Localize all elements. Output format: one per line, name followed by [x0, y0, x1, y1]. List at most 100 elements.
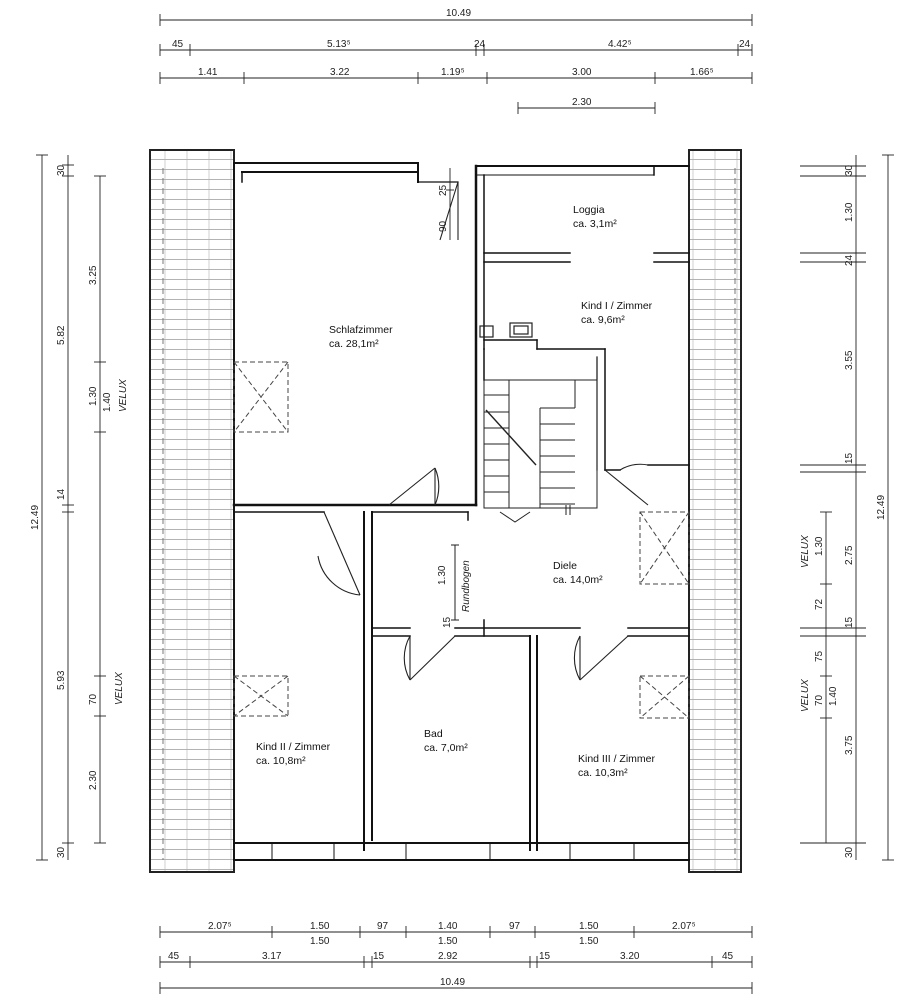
room-area: ca. 28,1m² — [329, 338, 379, 350]
dim-right-o-2: 24 — [844, 254, 855, 266]
velux-window-diele — [639, 511, 690, 585]
dim-right-o-8: 30 — [844, 846, 855, 858]
room-area: ca. 7,0m² — [424, 742, 468, 754]
dim-right-o-1: 1.30 — [844, 202, 855, 222]
room-label-kind1: Kind I / Zimmer ca. 9,6m² — [581, 300, 653, 326]
dim-90: 90 — [438, 220, 449, 232]
dim-bot-r2-1: 3.17 — [262, 951, 282, 962]
room-name: Schlafzimmer — [329, 324, 393, 336]
dim-bot-r2-6: 45 — [722, 951, 734, 962]
room-name: Kind II / Zimmer — [256, 741, 331, 753]
rundbogen-text: Rundbogen — [461, 560, 472, 612]
dim-right-o-5: 2.75 — [844, 545, 855, 565]
dim-right-i-1: 72 — [814, 598, 825, 610]
velux-label-left-top: VELUX — [118, 379, 129, 412]
room-label-loggia: Loggia ca. 3,1m² — [573, 204, 617, 230]
dim-bot-r2-4: 15 — [539, 951, 551, 962]
dim-bot-r2-2: 15 — [373, 951, 385, 962]
room-area: ca. 9,6m² — [581, 314, 625, 326]
dim-top-total: 10.49 — [446, 8, 471, 19]
dim-right-i-3: 70 — [814, 694, 825, 706]
dim-bot-r1-4: 97 — [509, 921, 521, 932]
dim-left-o-4: 30 — [56, 846, 67, 858]
dim-left-o-1: 5.82 — [56, 325, 67, 345]
dim-bot-r1sub-2: 1.50 — [579, 936, 599, 947]
dimensions-left — [36, 154, 106, 861]
dim-15-bad: 15 — [442, 616, 453, 628]
dim-right-total: 12.49 — [876, 495, 887, 520]
dim-left-i-0: 3.25 — [88, 265, 99, 285]
rundbogen-width: 1.30 — [437, 565, 448, 585]
walls — [232, 162, 690, 861]
dim-bot-r1sub-1: 1.50 — [438, 936, 458, 947]
room-name: Bad — [424, 728, 443, 740]
dim-right-o-7: 3.75 — [844, 735, 855, 755]
velux-window-schlafzimmer — [233, 361, 289, 433]
dimensions-bottom — [159, 926, 753, 994]
dim-right-o-3: 3.55 — [844, 350, 855, 370]
dim-bot-r1-3: 1.40 — [438, 921, 458, 932]
dim-left-i-4: 2.30 — [88, 770, 99, 790]
doors — [317, 181, 649, 681]
room-label-diele: Diele ca. 14,0m² — [553, 560, 603, 586]
room-label-bad: Bad ca. 7,0m² — [424, 728, 468, 754]
dim-right-i-0: 1.30 — [814, 536, 825, 556]
dim-top-r3-2: 1.19⁵ — [441, 67, 465, 78]
dim-left-total: 12.49 — [30, 505, 41, 530]
dim-top-r3-4: 1.66⁵ — [690, 67, 714, 78]
dim-bot-r1-6: 2.07⁵ — [672, 921, 696, 932]
dim-right-o-6: 15 — [844, 616, 855, 628]
chimney — [479, 322, 533, 338]
dim-left-i-3: 70 — [88, 693, 99, 705]
velux-label-right-bottom: VELUX — [800, 679, 811, 712]
velux-window-kind2 — [233, 675, 289, 717]
dim-right-o-4: 15 — [844, 452, 855, 464]
dim-top-r3-1: 3.22 — [330, 67, 350, 78]
dim-bot-r1-1: 1.50 — [310, 921, 330, 932]
dimensions-right — [800, 154, 894, 861]
dim-bot-r1-0: 2.07⁵ — [208, 921, 232, 932]
room-label-schlafzimmer: Schlafzimmer ca. 28,1m² — [329, 324, 393, 350]
staircase — [483, 379, 598, 523]
dim-bot-r2-3: 2.92 — [438, 951, 458, 962]
dim-top-r2-1: 5.13⁵ — [327, 39, 351, 50]
dim-top-r4: 2.30 — [572, 97, 592, 108]
room-area: ca. 3,1m² — [573, 218, 617, 230]
dim-left-o-0: 30 — [56, 164, 67, 176]
dim-top-r2-4: 24 — [739, 39, 751, 50]
rundbogen-label: 1.30 Rundbogen — [437, 544, 472, 621]
dim-25: 25 — [438, 184, 449, 196]
room-label-kind2: Kind II / Zimmer ca. 10,8m² — [256, 741, 331, 767]
dim-top-r2-0: 45 — [172, 39, 184, 50]
room-name: Diele — [553, 560, 577, 572]
dim-bot-r1-5: 1.50 — [579, 921, 599, 932]
dim-right-i-4: 1.40 — [828, 686, 839, 706]
dim-top-r2-2: 24 — [474, 39, 486, 50]
dim-right-o-0: 30 — [844, 164, 855, 176]
dim-right-i-2: 75 — [814, 650, 825, 662]
velux-label-left-bottom: VELUX — [114, 672, 125, 705]
room-area: ca. 10,8m² — [256, 755, 306, 767]
dim-top-r3-3: 3.00 — [572, 67, 592, 78]
dim-bot-r1sub-0: 1.50 — [310, 936, 330, 947]
dim-bot-total: 10.49 — [440, 977, 465, 988]
room-name: Kind III / Zimmer — [578, 753, 656, 765]
internal-dimensions: 25 90 15 — [438, 168, 454, 628]
dim-left-i-1: 1.30 — [88, 386, 99, 406]
velux-label-right-top: VELUX — [800, 535, 811, 568]
room-label-kind3: Kind III / Zimmer ca. 10,3m² — [578, 753, 656, 779]
velux-window-kind3 — [639, 675, 690, 719]
dim-left-o-3: 5.93 — [56, 670, 67, 690]
dim-top-r3-0: 1.41 — [198, 67, 218, 78]
room-area: ca. 10,3m² — [578, 767, 628, 779]
roof-slope-right — [688, 149, 742, 873]
dim-left-i-2: 1.40 — [102, 392, 113, 412]
dim-bot-r2-5: 3.20 — [620, 951, 640, 962]
dim-bot-r2-0: 45 — [168, 951, 180, 962]
roof-slope-left — [149, 149, 235, 873]
dimensions-top — [159, 14, 753, 114]
room-area: ca. 14,0m² — [553, 574, 603, 586]
room-name: Loggia — [573, 204, 605, 216]
dim-top-r2-3: 4.42⁵ — [608, 39, 632, 50]
